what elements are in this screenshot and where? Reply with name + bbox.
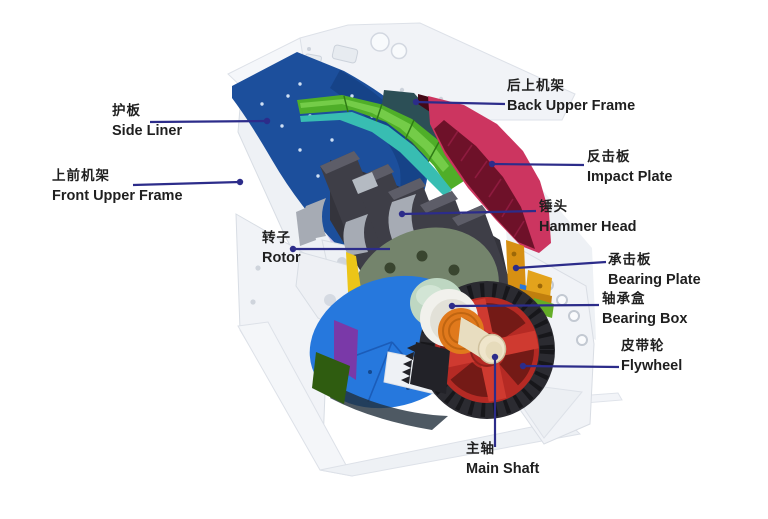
leader-lines xyxy=(132,98,620,447)
label-main-shaft: 主轴 Main Shaft xyxy=(466,438,539,480)
label-rotor: 转子 Rotor xyxy=(262,227,301,269)
label-bearing-box-en: Bearing Box xyxy=(602,311,688,327)
impact-plate-part xyxy=(418,94,551,253)
label-side-liner: 护板 Side Liner xyxy=(112,100,182,142)
label-bearing-plate-en: Bearing Plate xyxy=(608,272,701,288)
leader-flywheel xyxy=(519,362,620,370)
label-bearing-plate: 承击板 Bearing Plate xyxy=(608,249,701,291)
label-impact-plate-en: Impact Plate xyxy=(587,169,673,185)
label-hammer-head: 锤头 Hammer Head xyxy=(539,196,637,238)
leader-bearing-box xyxy=(448,302,600,310)
label-front-upper-frame-zh: 上前机架 xyxy=(52,168,110,183)
label-bearing-box: 轴承盒 Bearing Box xyxy=(602,288,687,330)
label-hammer-head-en: Hammer Head xyxy=(539,219,637,235)
leader-impact-plate xyxy=(488,160,585,168)
label-back-upper-frame-zh: 后上机架 xyxy=(507,78,565,93)
label-flywheel-zh: 皮带轮 xyxy=(621,338,665,353)
main-shaft-part xyxy=(458,317,507,365)
leader-back-upper-frame xyxy=(412,98,506,106)
label-hammer-head-zh: 锤头 xyxy=(539,199,568,214)
label-front-upper-frame: 上前机架 Front Upper Frame xyxy=(52,165,183,207)
label-back-upper-frame-en: Back Upper Frame xyxy=(507,98,636,114)
label-impact-plate-zh: 反击板 xyxy=(587,149,631,164)
label-bearing-plate-zh: 承击板 xyxy=(608,252,652,267)
leader-side-liner xyxy=(149,117,271,125)
leader-rotor xyxy=(289,245,390,253)
comb-rack xyxy=(401,342,450,394)
leader-main-shaft xyxy=(491,353,499,447)
label-flywheel-en: Flywheel xyxy=(621,358,683,374)
leader-bearing-plate xyxy=(512,260,607,272)
leader-hammer-head xyxy=(398,209,537,218)
label-main-shaft-zh: 主轴 xyxy=(466,441,495,456)
label-back-upper-frame: 后上机架 Back Upper Frame xyxy=(507,75,635,117)
leader-front-upper-frame xyxy=(132,178,244,187)
label-front-upper-frame-en: Front Upper Frame xyxy=(52,188,183,204)
label-impact-plate: 反击板 Impact Plate xyxy=(587,146,672,188)
machine-body xyxy=(227,22,623,477)
label-flywheel: 皮带轮 Flywheel xyxy=(621,335,682,377)
label-rotor-en: Rotor xyxy=(262,250,301,266)
green-wedge xyxy=(312,352,350,404)
label-side-liner-zh: 护板 xyxy=(112,103,141,118)
label-rotor-zh: 转子 xyxy=(262,230,291,245)
label-bearing-box-zh: 轴承盒 xyxy=(602,291,646,306)
liner-cyan-arc xyxy=(300,112,452,196)
liner-green-arc xyxy=(297,95,464,190)
label-side-liner-en: Side Liner xyxy=(112,123,183,139)
label-main-shaft-en: Main Shaft xyxy=(466,461,540,477)
